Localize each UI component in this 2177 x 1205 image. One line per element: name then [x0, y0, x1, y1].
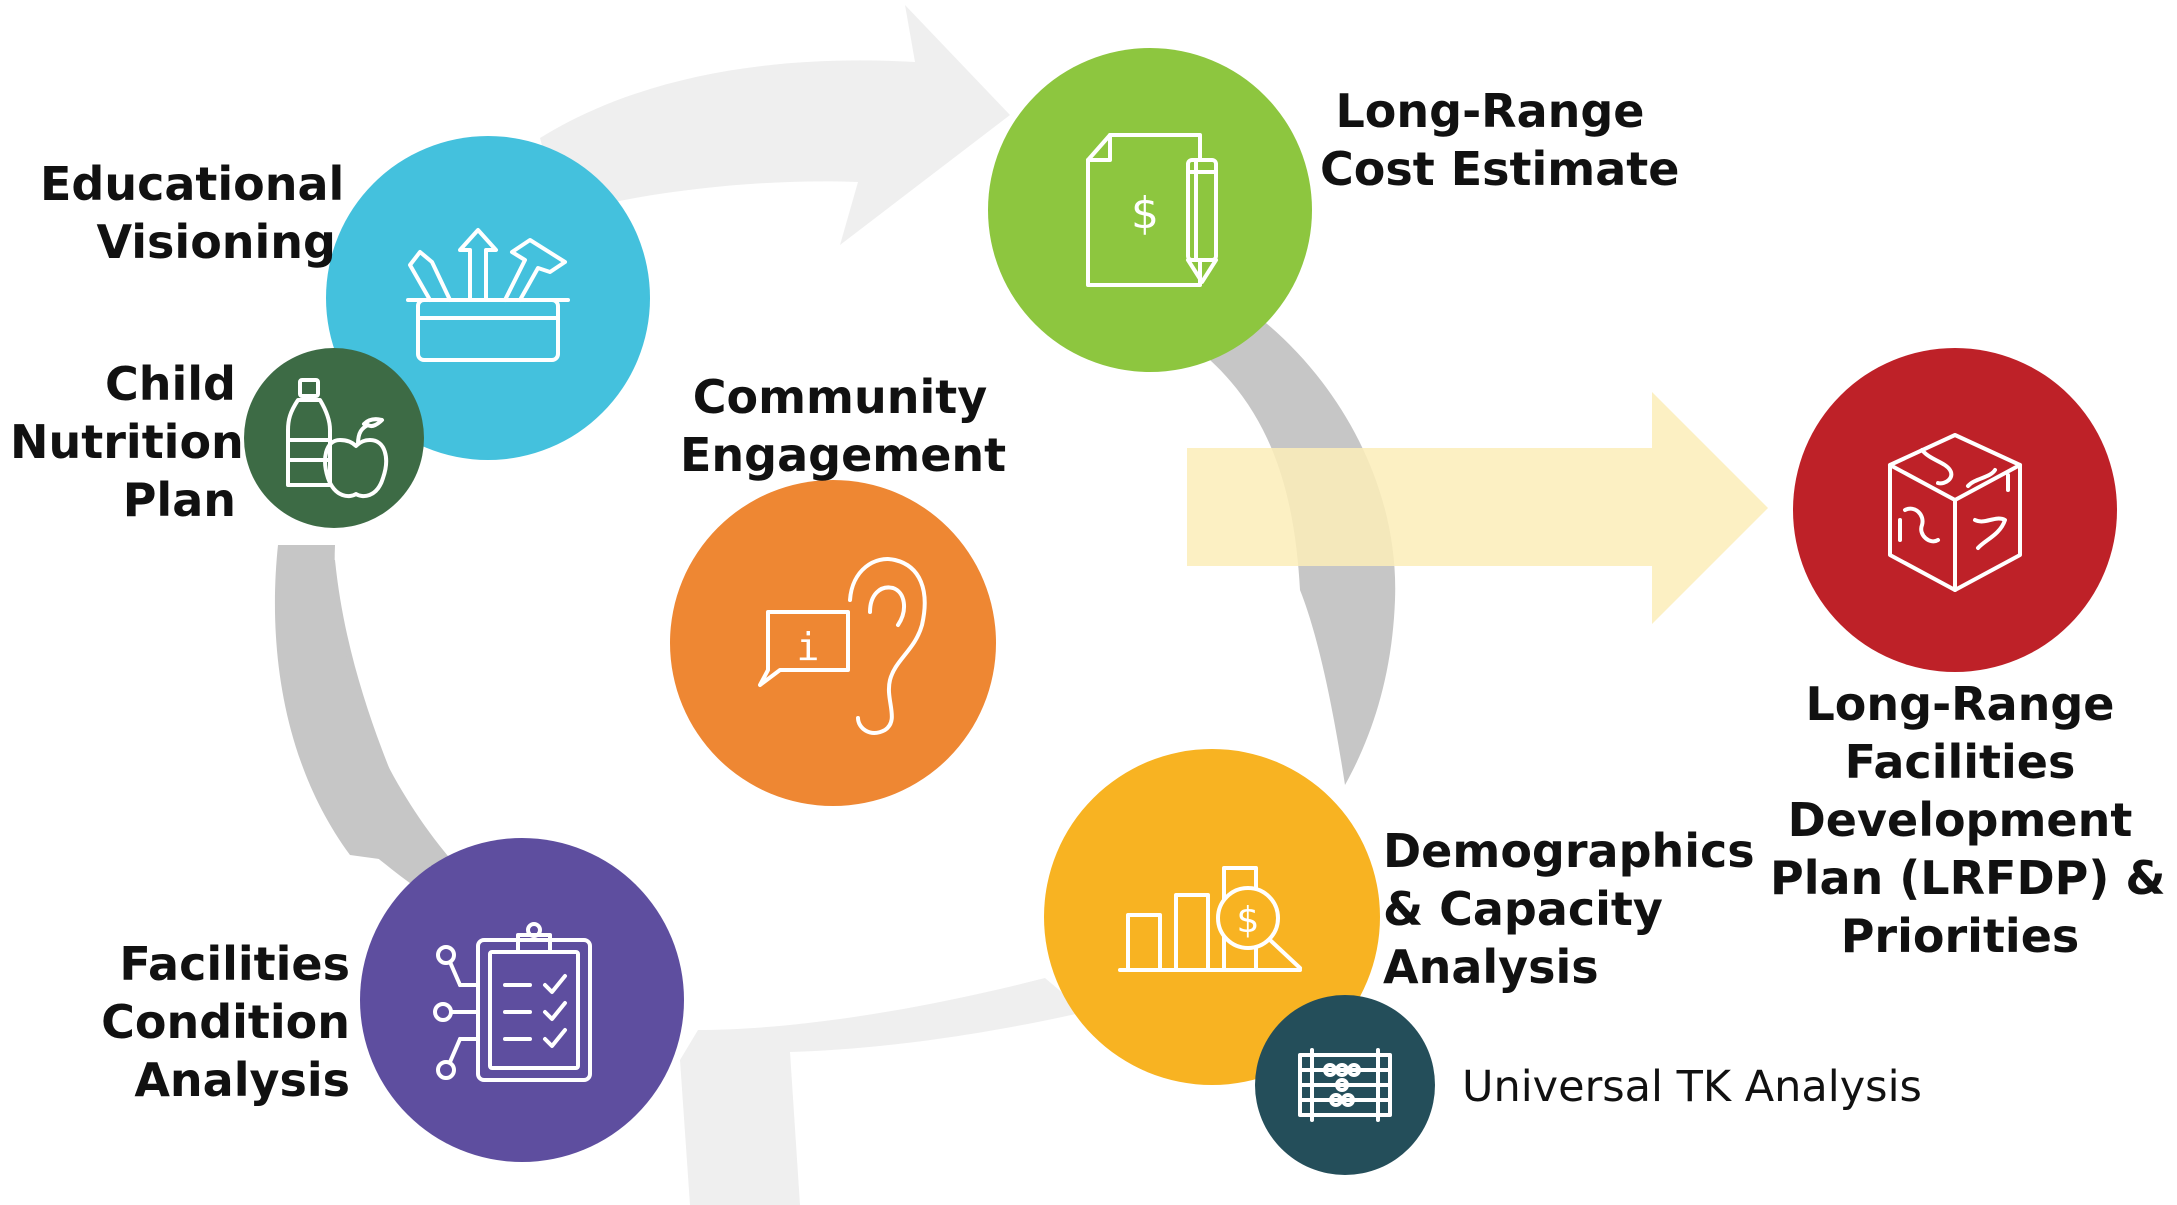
- demographics-circle: [1044, 749, 1380, 1085]
- lrfdp-node: [1793, 348, 2117, 672]
- svg-text:$: $: [1237, 900, 1260, 941]
- long-range-cost-label: Long-Range Cost Estimate: [1320, 82, 1680, 198]
- universal-tk-label: Universal TK Analysis: [1462, 1058, 1922, 1116]
- child-nutrition-label: Child Nutrition Plan: [10, 355, 244, 529]
- educational-visioning-node: [326, 136, 650, 460]
- facilities-condition-line-2: Condition: [101, 995, 350, 1049]
- community-engagement-line-2: Engagement: [680, 428, 1007, 482]
- bottle-apple-icon: [286, 378, 389, 498]
- long-range-cost-line-1: Long-Range: [1335, 84, 1645, 138]
- universal-tk-node: [1255, 995, 1435, 1175]
- demographics-line-2: & Capacity: [1383, 882, 1663, 936]
- abacus-icon: [1298, 1048, 1392, 1122]
- lrfdp-line-2: Facilities: [1844, 735, 2076, 789]
- result-arrow: [1187, 392, 1768, 624]
- community-engagement-line-1: Community: [692, 370, 988, 424]
- bar-chart-dollar-magnifier-icon: $: [1118, 866, 1302, 972]
- facilities-condition-line-3: Analysis: [134, 1053, 350, 1107]
- dollar-document-pencil-icon: $: [1086, 133, 1218, 287]
- cycle-arrows: [274, 5, 1396, 1205]
- child-nutrition-line-3: Plan: [122, 473, 236, 527]
- long-range-cost-node: $: [988, 48, 1312, 372]
- educational-visioning-line-1: Educational: [40, 157, 345, 211]
- lrfdp-line-4: Plan (LRFDP) &: [1770, 851, 2166, 905]
- lrfdp-line-5: Priorities: [1840, 909, 2080, 963]
- community-engagement-label: Community Engagement: [680, 368, 1007, 484]
- cycle-arrow-left-arc: [274, 545, 460, 870]
- svg-text:$: $: [1131, 188, 1159, 239]
- educational-visioning-label: Educational Visioning: [40, 155, 345, 271]
- child-nutrition-circle: [244, 348, 424, 528]
- lrfdp-label: Long-Range Facilities Development Plan (…: [1770, 675, 2166, 965]
- child-nutrition-line-1: Child: [105, 357, 236, 411]
- facilities-condition-circle: [360, 838, 684, 1162]
- demographics-line-3: Analysis: [1383, 940, 1599, 994]
- demographics-line-1: Demographics: [1383, 824, 1755, 878]
- toolbox-icon: [406, 228, 570, 362]
- facilities-condition-label: Facilities Condition Analysis: [60, 935, 350, 1109]
- demographics-node: $: [1044, 749, 1380, 1085]
- child-nutrition-node: [244, 348, 424, 528]
- child-nutrition-line-2: Nutrition: [10, 415, 244, 469]
- lrfdp-line-3: Development: [1787, 793, 2133, 847]
- facilities-condition-node: [360, 838, 684, 1162]
- community-engagement-circle: [670, 480, 996, 806]
- cycle-arrow-bottom: [680, 978, 1085, 1205]
- educational-visioning-line-2: Visioning: [96, 215, 336, 269]
- ear-info-icon: i: [758, 557, 927, 735]
- universal-tk-line-1: Universal TK Analysis: [1462, 1062, 1922, 1112]
- lrfdp-line-1: Long-Range: [1805, 677, 2115, 731]
- cycle-arrow-top: [540, 5, 1010, 245]
- svg-text:i: i: [797, 625, 820, 669]
- long-range-cost-line-2: Cost Estimate: [1320, 142, 1680, 196]
- demographics-label: Demographics & Capacity Analysis: [1383, 822, 1755, 996]
- community-engagement-node: i: [670, 480, 996, 806]
- long-range-cost-circle: [988, 48, 1312, 372]
- clipboard-checklist-icon: [433, 922, 592, 1082]
- facilities-condition-line-1: Facilities: [119, 937, 350, 991]
- puzzle-cube-icon: [1888, 433, 2022, 592]
